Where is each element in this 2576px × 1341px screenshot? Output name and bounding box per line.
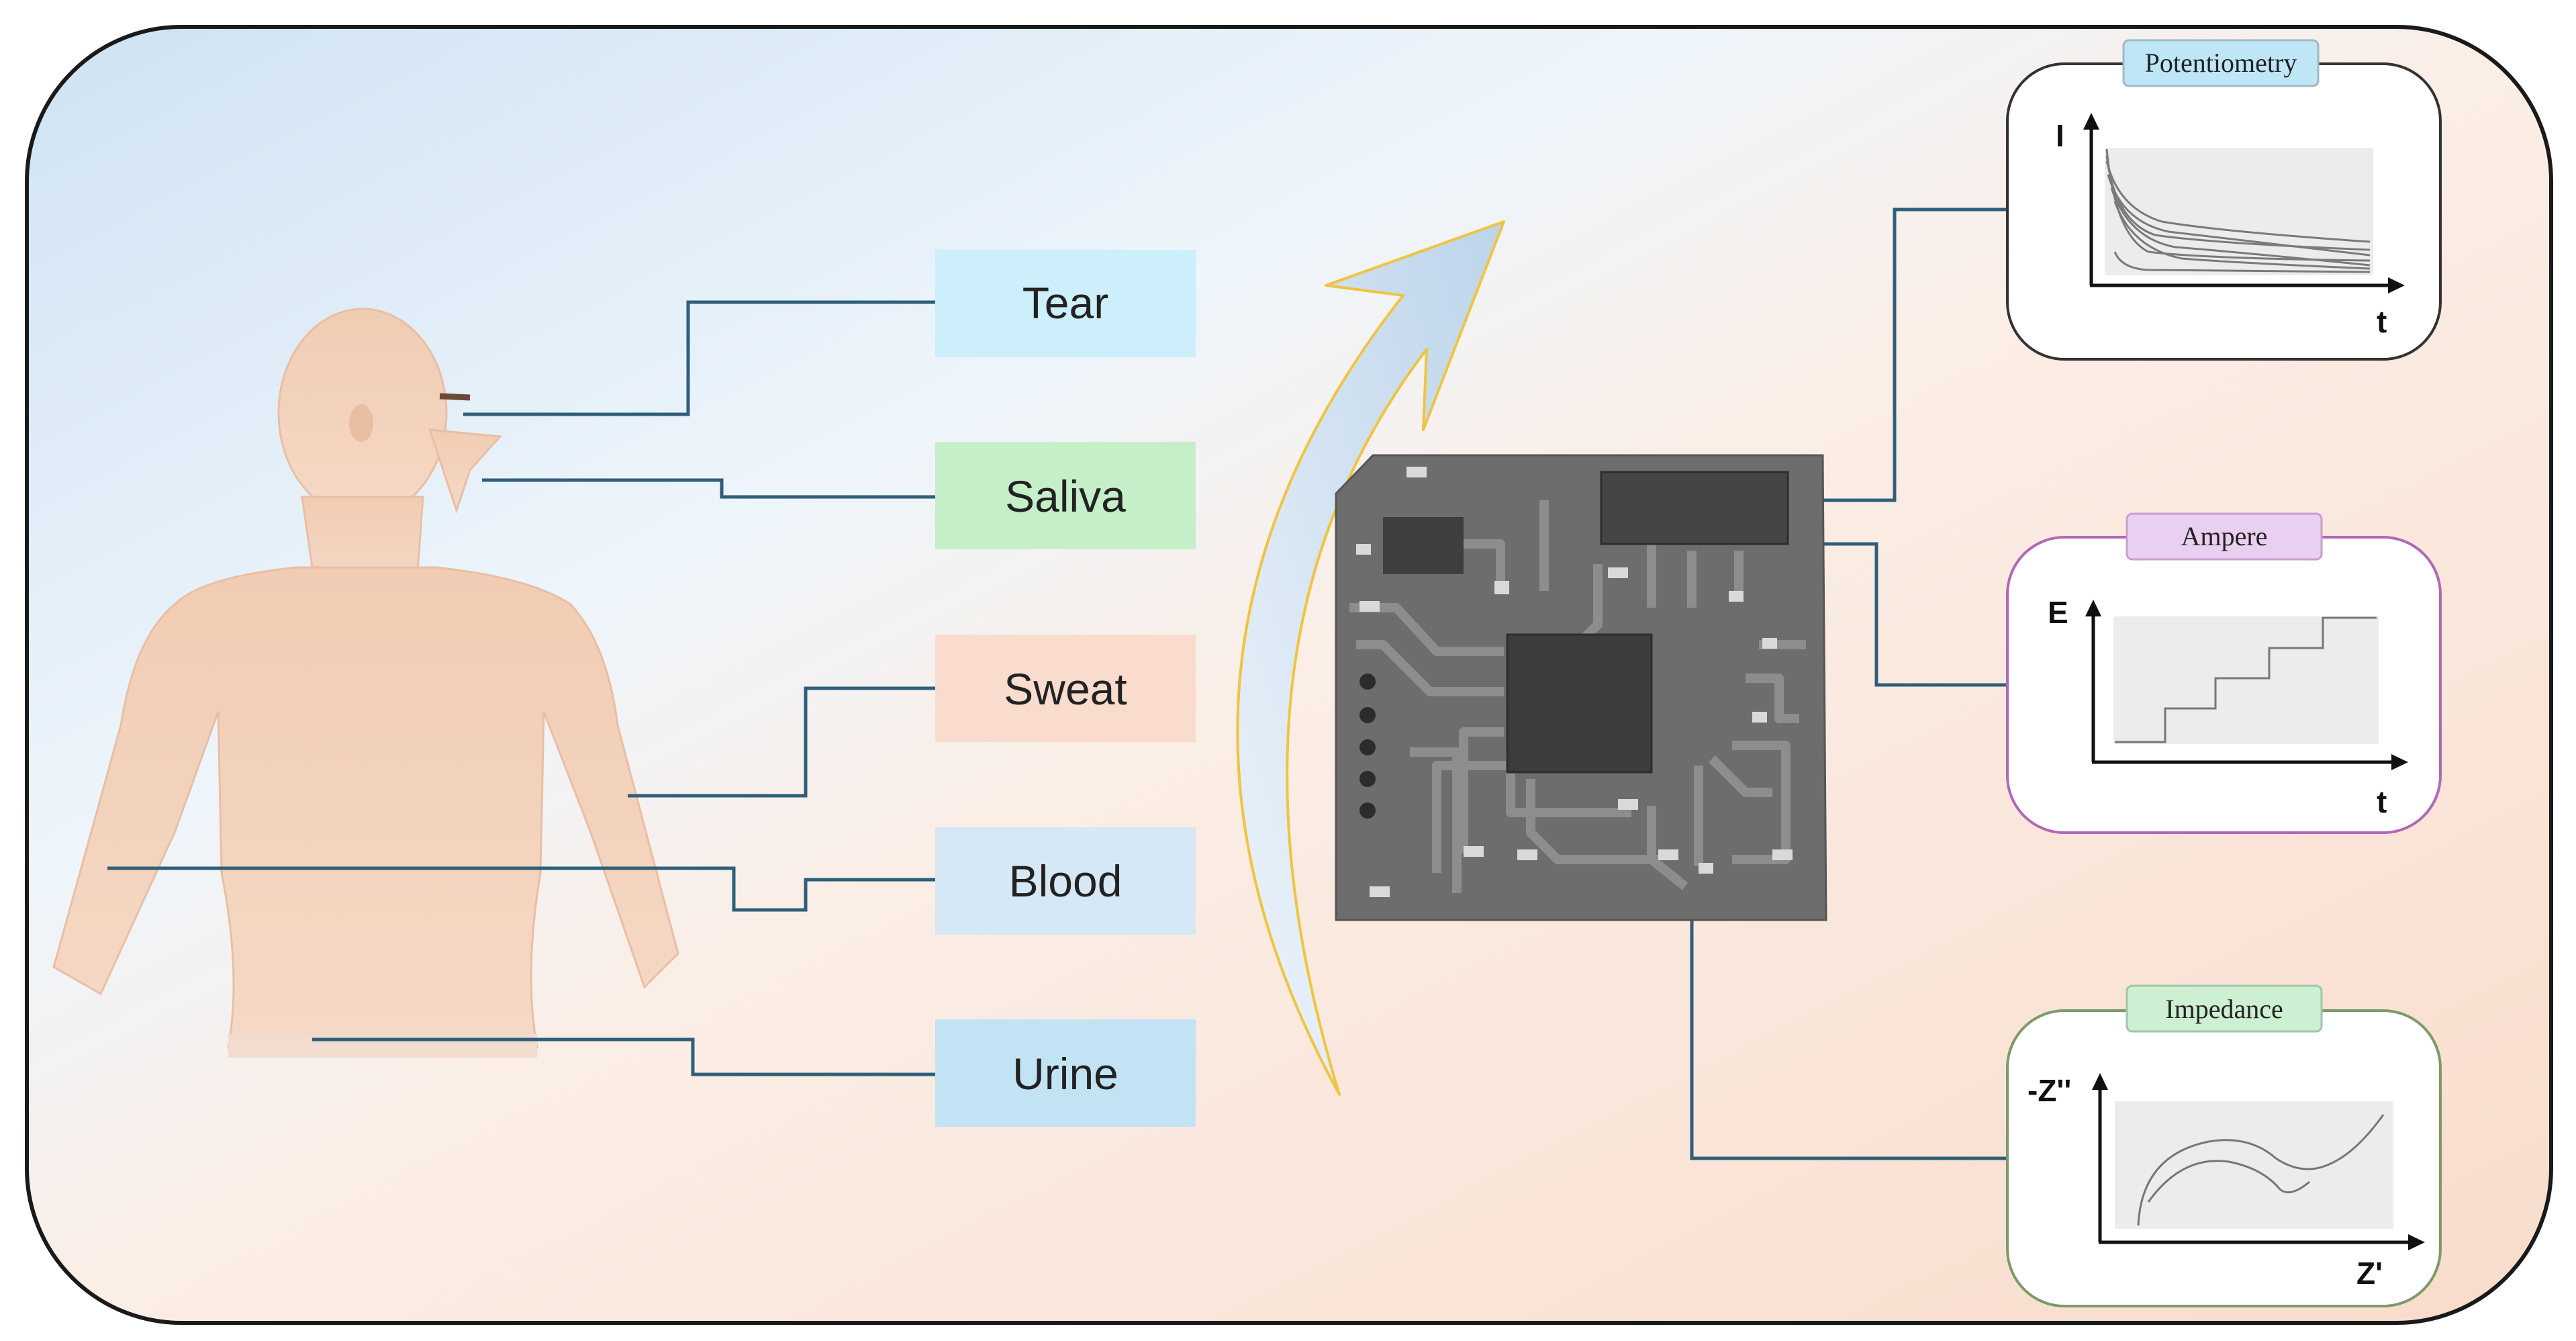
method-title: Impedance <box>2165 994 2283 1024</box>
panel-impedance: Impedance -Z'' Z' <box>2006 984 2442 1307</box>
fluid-box-tear: Tear <box>935 250 1196 357</box>
line-tear <box>463 300 935 416</box>
eye-icon <box>439 393 471 401</box>
x-axis-label: t <box>2377 304 2387 339</box>
line-potentiometry <box>1786 207 2007 502</box>
fluid-box-blood: Blood <box>935 827 1196 935</box>
line-ampere <box>1786 542 2007 687</box>
panel-ampere: Ampere E t <box>2006 512 2442 834</box>
fluid-box-urine: Urine <box>935 1019 1196 1127</box>
y-axis-label: I <box>2056 118 2064 153</box>
fluid-label: Urine <box>1012 1049 1118 1099</box>
curved-arrow-icon <box>1236 220 1505 1096</box>
x-axis-label: Z' <box>2356 1256 2383 1291</box>
line-blood <box>107 866 935 912</box>
fluid-label: Tear <box>1022 278 1108 328</box>
method-tag <box>2126 512 2323 561</box>
method-tag <box>2122 39 2320 87</box>
connector-lines <box>107 207 2007 1160</box>
circuit-board-icon <box>1335 454 1827 921</box>
y-axis-label: -Z'' <box>2028 1073 2071 1108</box>
line-sweat <box>628 686 935 798</box>
human-body-icon <box>52 308 679 1058</box>
line-saliva <box>482 478 935 499</box>
method-title: Potentiometry <box>2145 48 2297 78</box>
method-title: Ampere <box>2181 521 2268 551</box>
panel-potentiometry: Potentiometry I t <box>2006 39 2442 361</box>
method-tag <box>2126 984 2323 1033</box>
fluid-label: Sweat <box>1004 664 1127 714</box>
x-axis-label: t <box>2377 784 2387 819</box>
fluid-box-saliva: Saliva <box>935 442 1196 549</box>
y-axis-label: E <box>2048 595 2068 630</box>
fluid-box-sweat: Sweat <box>935 635 1196 742</box>
line-urine <box>312 1037 935 1076</box>
fluid-label: Blood <box>1009 856 1123 906</box>
fluid-label: Saliva <box>1005 471 1126 521</box>
